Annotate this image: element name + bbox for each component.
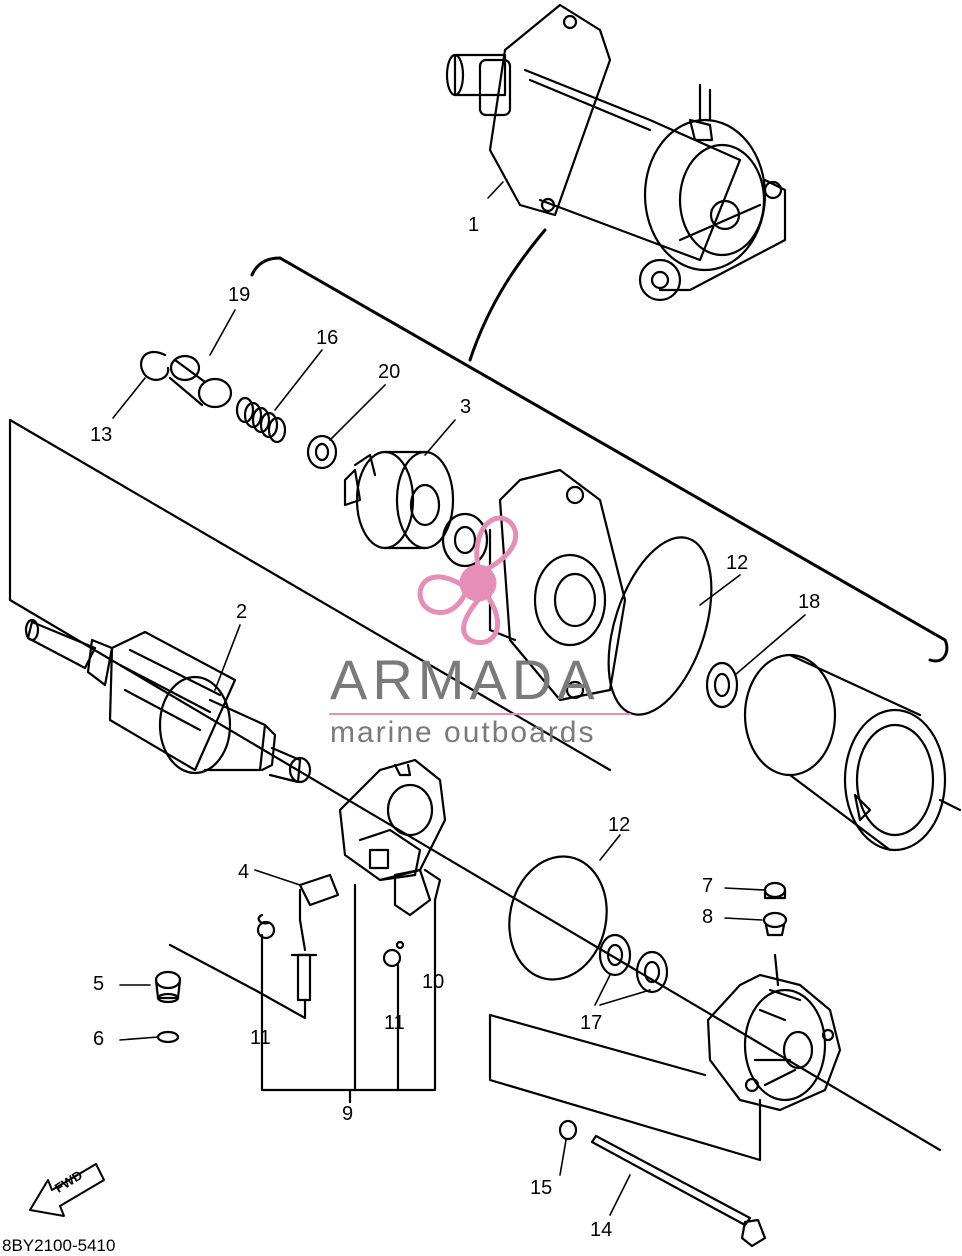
washer-20 (306, 434, 338, 470)
label-part-18: 18 (798, 591, 821, 613)
label-part-15: 15 (530, 1177, 553, 1199)
yoke-housing (743, 653, 947, 852)
label-part-1: 1 (468, 214, 480, 236)
washer-6 (156, 1030, 180, 1044)
label-part-16: 16 (316, 327, 339, 349)
nut-7 (763, 881, 787, 900)
group-bracket-5 (168, 943, 307, 1020)
watermark-title: ARMADA (330, 648, 600, 711)
washer-17b (635, 950, 669, 994)
group-bracket-9 (260, 883, 437, 1104)
grommet-5 (154, 970, 182, 1004)
label-part-9: 9 (342, 1103, 354, 1125)
label-part-13: 13 (90, 424, 113, 446)
front-bracket (488, 468, 627, 702)
label-part-7: 7 (702, 875, 714, 897)
nut-8 (762, 911, 788, 937)
label-part-8: 8 (702, 906, 714, 928)
starter-motor-assembly (445, 3, 787, 302)
spring-16 (235, 396, 287, 444)
diagram-part-code: 8BY2100-5410 (2, 1236, 116, 1255)
washer-15 (558, 1119, 578, 1141)
label-part-20: 20 (378, 361, 401, 383)
washer-17a (598, 933, 632, 977)
leader-line (468, 228, 547, 362)
label-part-4: 4 (238, 861, 250, 883)
label-part-12-lower: 12 (608, 814, 631, 836)
watermark-subtitle: marine outboards (330, 716, 596, 749)
washer-18 (705, 661, 739, 709)
label-part-11-left: 11 (250, 1027, 271, 1049)
leader-lines (112, 181, 806, 1216)
armature-2 (24, 618, 312, 784)
armada-propeller-logo (417, 515, 519, 646)
clutch-pinion-3 (343, 450, 455, 550)
nut-11-left (256, 913, 276, 940)
label-part-14: 14 (590, 1219, 613, 1241)
label-part-17: 17 (580, 1012, 603, 1034)
collar-19 (168, 354, 233, 409)
label-part-12-upper: 12 (726, 552, 749, 574)
nut-11-right (382, 940, 405, 968)
label-part-3: 3 (460, 396, 472, 418)
label-part-10: 10 (422, 971, 445, 993)
brush-holder-plate (338, 758, 447, 917)
through-bolt-14 (590, 1134, 767, 1248)
label-part-5: 5 (93, 973, 105, 995)
lower-box (488, 1013, 762, 1162)
label-part-11-right: 11 (384, 1012, 405, 1034)
fwd-arrow-icon (29, 1163, 105, 1217)
washer-upper (441, 512, 489, 568)
label-part-2: 2 (236, 601, 248, 623)
o-ring-12-lower (508, 855, 608, 981)
rear-end-cover (706, 953, 842, 1112)
brush-lead-4 (290, 873, 340, 1002)
o-ring-12-upper (607, 536, 713, 716)
label-part-19: 19 (228, 284, 251, 306)
circlip-13 (140, 350, 170, 381)
upper-bracket-line (250, 256, 949, 663)
label-part-6: 6 (93, 1028, 105, 1050)
